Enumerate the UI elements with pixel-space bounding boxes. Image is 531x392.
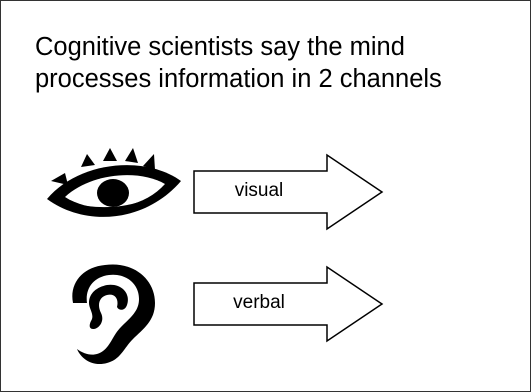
eye-icon bbox=[41, 141, 191, 231]
slide-title: Cognitive scientists say the mind proces… bbox=[35, 31, 525, 95]
title-line-1: Cognitive scientists say the mind bbox=[35, 33, 405, 61]
ear-icon bbox=[59, 259, 169, 369]
verbal-channel-arrow: verbal bbox=[191, 264, 387, 344]
visual-channel-arrow: visual bbox=[191, 152, 387, 232]
verbal-label: verbal bbox=[233, 292, 285, 313]
visual-label: visual bbox=[234, 180, 284, 201]
title-line-2: processes information in 2 channels bbox=[35, 65, 442, 93]
